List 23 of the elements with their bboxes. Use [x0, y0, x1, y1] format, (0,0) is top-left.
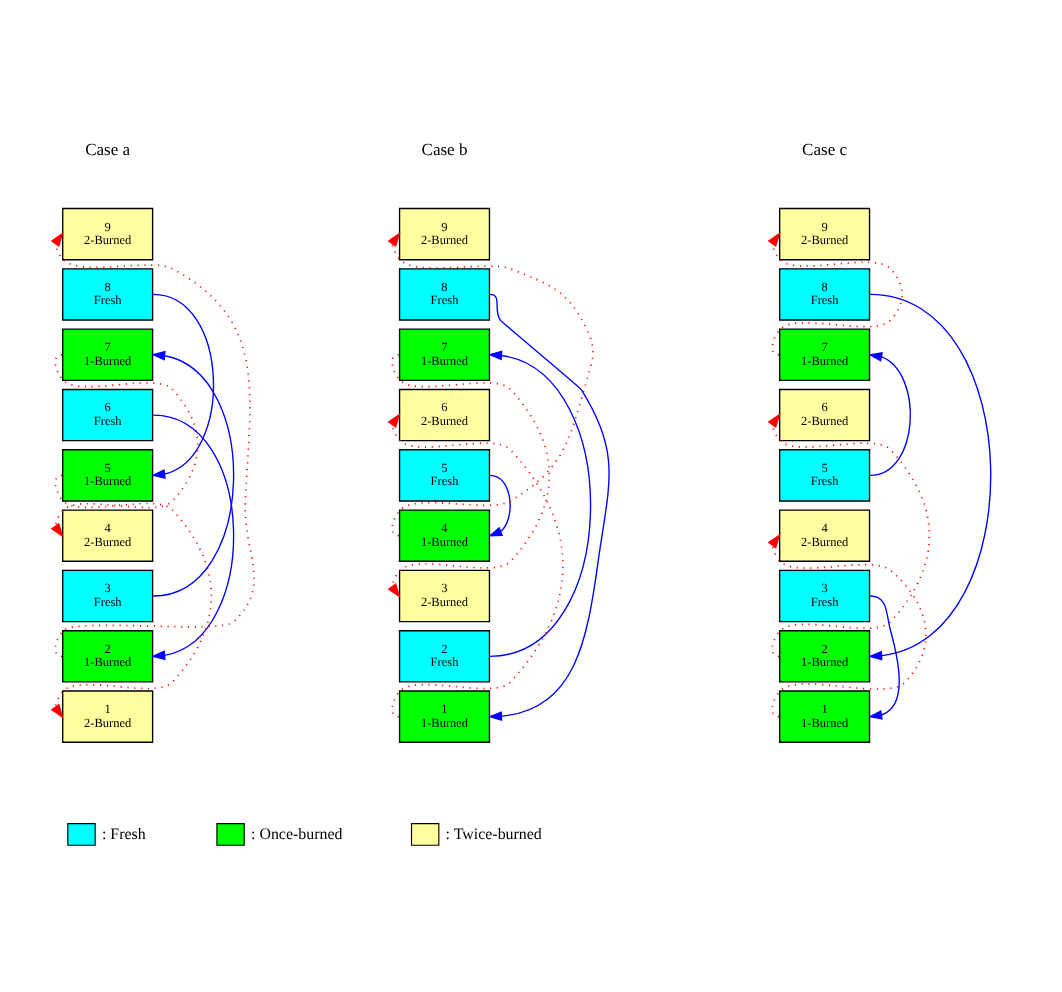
arrow: [151, 413, 235, 660]
legend-label: : Twice-burned: [445, 823, 542, 842]
legend-label: : Once-burned: [251, 823, 343, 842]
arrow: [387, 231, 594, 536]
label: Case a: [85, 138, 131, 159]
arrow: [50, 473, 213, 718]
arrow: [50, 231, 255, 657]
arrow: [767, 411, 931, 657]
label: Case c: [802, 138, 848, 159]
arrow: [488, 473, 511, 536]
arrow: [151, 349, 235, 596]
arrow: [487, 349, 592, 656]
arrow: [767, 532, 927, 717]
arrow: [50, 352, 199, 537]
arrow: [868, 594, 900, 719]
arrow: [387, 411, 564, 717]
arrow: [487, 292, 610, 721]
arrow: [767, 231, 904, 355]
label: Case b: [421, 138, 468, 159]
legend-label: : Fresh: [101, 823, 146, 842]
arrow: [868, 351, 911, 476]
arrow: [151, 292, 215, 478]
arrow: [868, 292, 992, 660]
